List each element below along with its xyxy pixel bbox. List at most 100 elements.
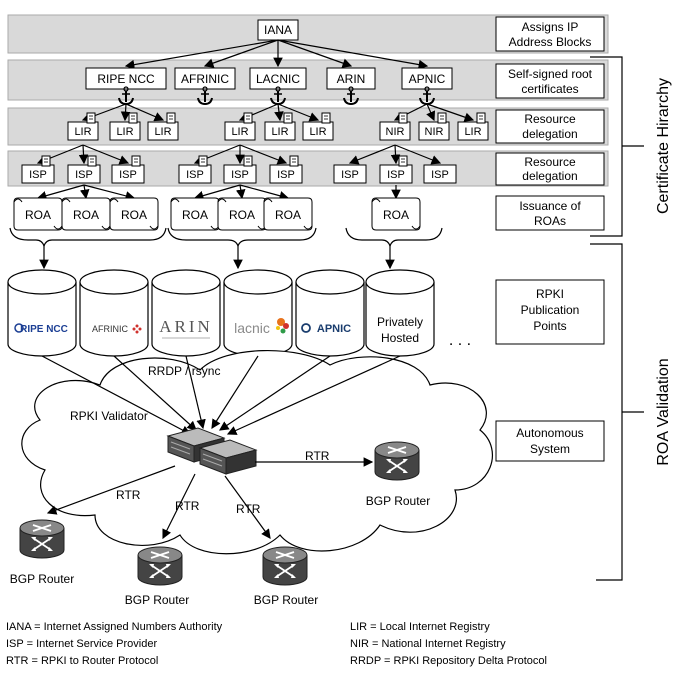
svg-text:ROA: ROA (229, 208, 255, 222)
svg-text:ARIN: ARIN (159, 317, 213, 336)
isp-node: ISP (111, 164, 145, 184)
rir-lacnic: LACNIC (249, 67, 307, 90)
svg-text:lacnic: lacnic (234, 320, 270, 336)
rir-ripe: RIPE NCC (85, 67, 167, 90)
rrdp-edges (41, 355, 401, 435)
afrinic-logo-icon (132, 324, 142, 334)
svg-text:Resource: Resource (524, 112, 576, 126)
isp-node: ISP (178, 164, 212, 184)
svg-text:LIR: LIR (74, 126, 91, 138)
svg-text:ARIN: ARIN (337, 72, 366, 86)
svg-text:Self-signed root: Self-signed root (508, 67, 593, 81)
lir-node: LIR (109, 121, 141, 141)
svg-text:ROA: ROA (73, 208, 99, 222)
svg-text:ISP: ISP (277, 169, 295, 181)
svg-text:LIR: LIR (154, 126, 171, 138)
rrdp-label: RRDP / rsync (148, 364, 220, 378)
svg-text:Resource: Resource (524, 155, 576, 169)
legend-item: NIR = National Internet Registry (350, 638, 506, 650)
lacnic-logo-icon (276, 318, 289, 334)
isp-to-roa-edges (36, 184, 401, 201)
svg-text:ISP: ISP (29, 169, 47, 181)
roa-scrolls: ROA ROA ROA ROA ROA ROA ROA (13, 197, 421, 231)
roa-scroll: ROA (263, 197, 313, 231)
legend-item: ISP = Internet Service Provider (6, 638, 157, 650)
isp-node: ISP (269, 164, 303, 184)
lir-node: LIR (67, 121, 99, 141)
lir-node: LIR (302, 121, 334, 141)
lir-row: LIR LIR LIR LIR LIR LIR NIR NIR (67, 121, 489, 141)
rir-afrinic: AFRINIC (174, 67, 236, 90)
svg-text:ROA: ROA (25, 208, 51, 222)
svg-text:ISP: ISP (387, 169, 405, 181)
svg-text:ISP: ISP (119, 169, 137, 181)
network-cloud (21, 349, 493, 555)
lir-node: LIR (457, 121, 489, 141)
bracket-validation (590, 243, 644, 581)
lir-node: LIR (224, 121, 256, 141)
band-label-roa: Issuance of ROAs (495, 195, 605, 231)
router-label: BGP Router (10, 572, 74, 586)
svg-text:ISP: ISP (186, 169, 204, 181)
svg-text:LACNIC: LACNIC (256, 72, 300, 86)
isp-node: ISP (333, 164, 367, 184)
band-label-rir: Self-signed root certificates (495, 63, 605, 99)
lir-to-isp-edges (36, 144, 442, 165)
band-label-pub: RPKI Publication Points (495, 279, 605, 345)
pub-point-arin: ARIN (151, 269, 221, 357)
band-label-lir: Resource delegation (495, 109, 605, 144)
pub-point-lacnic: lacnic (223, 269, 293, 357)
isp-node: ISP (21, 164, 55, 184)
more-points-ellipsis: . . . (449, 332, 471, 349)
svg-text:APNIC: APNIC (409, 72, 446, 86)
iana-edges (124, 39, 429, 70)
rtr-label: RTR (175, 499, 200, 513)
svg-text:Autonomous: Autonomous (516, 426, 583, 440)
svg-text:Publication: Publication (521, 303, 580, 317)
label-certificate-hierarchy: Certificate Hirarchy (655, 78, 672, 214)
svg-text:LIR: LIR (464, 126, 481, 138)
rir-apnic: APNIC (401, 67, 453, 90)
bracket-hierarchy (590, 56, 644, 237)
svg-text:LIR: LIR (271, 126, 288, 138)
band-label-as: Autonomous System (495, 420, 605, 462)
svg-text:System: System (530, 442, 570, 456)
rtr-edges (46, 457, 374, 540)
svg-text:ROA: ROA (383, 208, 409, 222)
svg-text:Address Blocks: Address Blocks (509, 35, 592, 49)
apnic-logo-icon (301, 323, 311, 333)
legend-item: IANA = Internet Assigned Numbers Authori… (6, 621, 223, 633)
svg-text:Points: Points (533, 319, 566, 333)
legend-item: RRDP = RPKI Repository Delta Protocol (350, 655, 547, 667)
router-label: BGP Router (125, 593, 189, 607)
node-iana-label: IANA (264, 23, 292, 37)
legend: IANA = Internet Assigned Numbers Authori… (6, 621, 547, 667)
nir-node: NIR (379, 121, 411, 141)
pub-point-ripe: RIPE NCC (7, 269, 77, 357)
svg-text:LIR: LIR (116, 126, 133, 138)
label-roa-validation: ROA Validation (655, 358, 672, 465)
svg-text:NIR: NIR (425, 126, 444, 138)
svg-text:ROA: ROA (275, 208, 301, 222)
isp-node: ISP (423, 164, 457, 184)
roa-scroll: ROA (61, 197, 111, 231)
svg-text:RIPE NCC: RIPE NCC (20, 324, 68, 335)
router-label: BGP Router (254, 593, 318, 607)
svg-text:delegation: delegation (522, 169, 577, 183)
roa-scroll: ROA (217, 197, 267, 231)
roa-scroll: ROA (109, 197, 159, 231)
legend-item: RTR = RPKI to Router Protocol (6, 655, 158, 667)
svg-text:certificates: certificates (521, 82, 578, 96)
svg-text:ISP: ISP (431, 169, 449, 181)
pub-point-afrinic: AFRINIC (79, 269, 149, 357)
isp-row: ISP ISP ISP ISP ISP ISP ISP ISP ISP (21, 164, 457, 184)
svg-text:ISP: ISP (75, 169, 93, 181)
validator-label: RPKI Validator (70, 409, 148, 423)
rtr-label: RTR (305, 449, 330, 463)
svg-text:delegation: delegation (522, 127, 577, 141)
roa-scroll: ROA (13, 197, 63, 231)
svg-text:Hosted: Hosted (381, 331, 419, 345)
nir-node: NIR (418, 121, 450, 141)
